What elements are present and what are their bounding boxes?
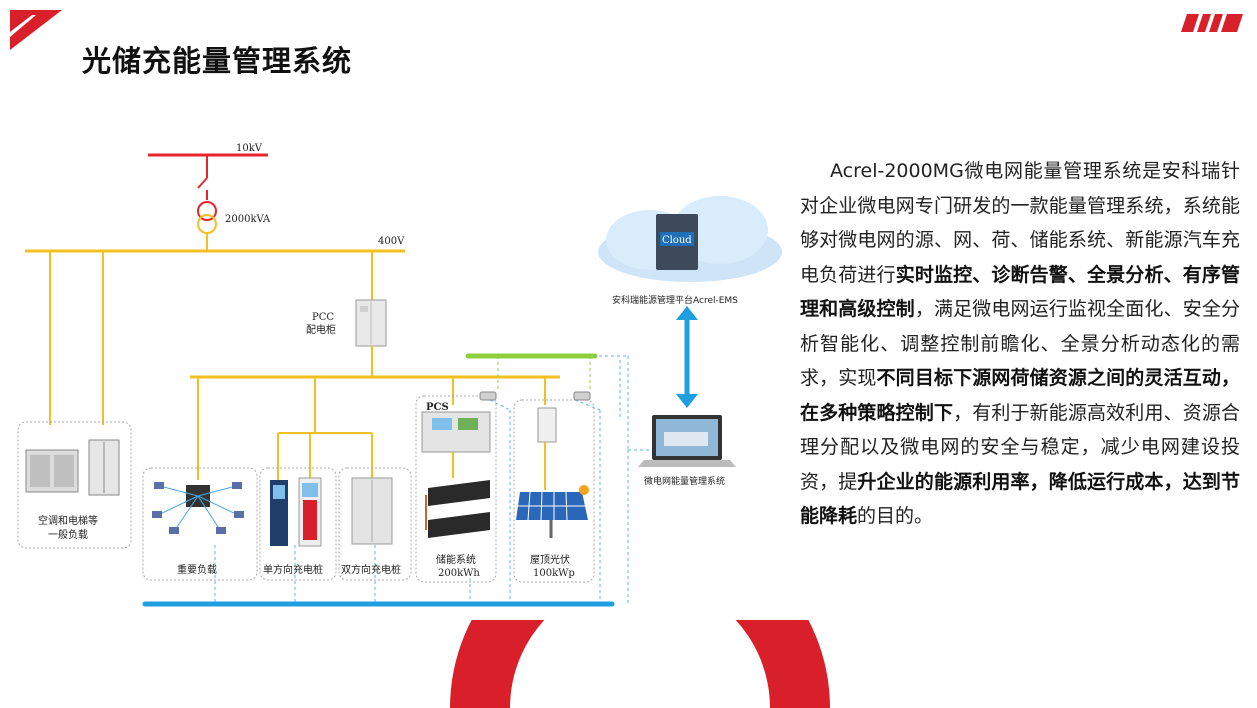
cloud-icon bbox=[598, 196, 782, 282]
switch-icon bbox=[197, 177, 208, 200]
storage-label-2: 200kWh bbox=[438, 568, 480, 579]
pcs-label: PCS bbox=[426, 402, 449, 413]
description-text-1: Acrel-2000MG微电网能量管理系统是安科瑞针对企业微电网专门研发的一款能… bbox=[800, 160, 1240, 286]
description-bold-2: 不同目标下源网荷储资源之间的灵活互动，在多种策略控制下 bbox=[800, 367, 1240, 424]
pcc-cabinet-label: 配电柜 bbox=[306, 323, 336, 336]
battery-icon bbox=[425, 480, 490, 538]
description-bold-3: 升企业的能源利用率，降低运行成本，达到节能降耗 bbox=[800, 470, 1240, 528]
pcc-label: PCC bbox=[312, 312, 334, 323]
bidirectional-charger-box bbox=[338, 467, 412, 581]
cloud-platform-label: 安科瑞能源管理平台Acrel-EMS bbox=[612, 294, 738, 306]
microgrid-diagram: 10kV 2000kVA 400V PCC 配电柜 bbox=[17, 143, 782, 607]
pv-box bbox=[513, 399, 595, 583]
transformer-label: 2000kVA bbox=[225, 214, 271, 225]
important-load-box bbox=[142, 467, 258, 581]
unidirectional-charger-box bbox=[259, 467, 337, 581]
ems-label: 微电网能量管理系统 bbox=[644, 475, 725, 487]
unidirectional-charger-label: 单方向充电桩 bbox=[263, 563, 323, 576]
pv-label-1: 屋顶光伏 bbox=[530, 553, 570, 566]
storage-box bbox=[415, 395, 497, 583]
elevator-icon bbox=[88, 439, 120, 496]
inverter-icon bbox=[537, 407, 557, 443]
grid-voltage-label: 10kV bbox=[236, 143, 263, 154]
page-title: 光储充能量管理系统 bbox=[82, 44, 353, 78]
sun-icon bbox=[579, 485, 589, 495]
transformer-icon bbox=[197, 201, 217, 234]
cabinet-icon bbox=[355, 299, 387, 347]
bidirectional-charger-label: 双方向充电桩 bbox=[341, 563, 401, 576]
charger-icon bbox=[270, 477, 322, 547]
charger-icon bbox=[351, 477, 393, 545]
pv-label-2: 100kWp bbox=[533, 568, 575, 579]
air-conditioner-icon bbox=[25, 449, 79, 493]
lv-bus-label: 400V bbox=[378, 236, 405, 247]
general-load-box bbox=[17, 421, 132, 549]
description-text-4: 的目的。 bbox=[857, 505, 934, 527]
inverter-icon bbox=[421, 411, 491, 453]
decorative-arc bbox=[450, 620, 830, 708]
description: Acrel-2000MG微电网能量管理系统是安科瑞针对企业微电网专门研发的一款能… bbox=[800, 154, 1240, 534]
network-icon bbox=[152, 482, 244, 534]
laptop-icon bbox=[638, 415, 736, 467]
storage-label-1: 储能系统 bbox=[436, 553, 476, 566]
brand-stripes-icon bbox=[1181, 14, 1243, 32]
general-load-label-1: 空调和电梯等 bbox=[38, 514, 98, 527]
corner-stripe-icon bbox=[10, 10, 62, 50]
camera-icon bbox=[479, 391, 497, 401]
description-text-3: ，有利于新能源高效利用、资源合理分配以及微电网的安全与稳定，减少电网建设投资，提 bbox=[800, 401, 1240, 493]
camera-icon bbox=[573, 391, 591, 401]
comm-arrow bbox=[676, 306, 698, 408]
description-bold-1: 实时监控、诊断告警、全景分析、有序管理和高级控制 bbox=[800, 263, 1240, 321]
description-text-2: ，满足微电网运行监视全面化、安全分析智能化、调整控制前瞻化、全景分析动态化的需求… bbox=[800, 298, 1240, 389]
general-load-label-2: 一般负载 bbox=[48, 528, 88, 541]
important-load-label: 重要负载 bbox=[177, 563, 217, 576]
cloud-label: Cloud bbox=[662, 235, 692, 246]
solar-panel-icon bbox=[516, 491, 588, 538]
